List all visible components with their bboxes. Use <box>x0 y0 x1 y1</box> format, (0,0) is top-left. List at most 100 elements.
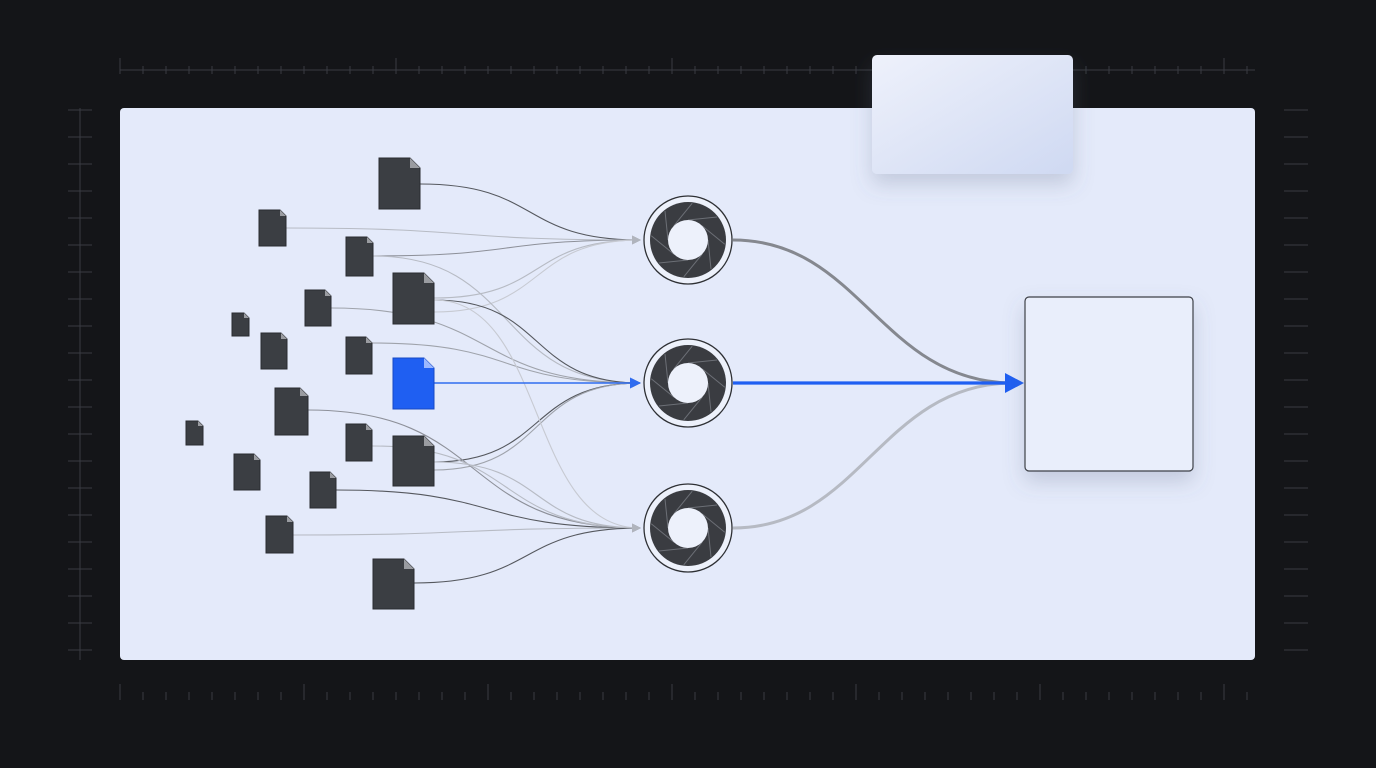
aperture-icon[interactable] <box>643 483 733 573</box>
document-icon[interactable] <box>304 289 332 327</box>
document-cluster <box>185 157 435 610</box>
input-link <box>419 183 641 245</box>
input-link <box>330 307 641 388</box>
aperture-blade <box>658 402 689 407</box>
document-icon[interactable] <box>233 453 261 491</box>
document-body <box>258 209 287 247</box>
aperture-blade <box>707 239 712 270</box>
aperture-blade <box>650 235 675 255</box>
document-body <box>309 471 337 509</box>
document-icon[interactable] <box>260 332 288 370</box>
document-icon[interactable] <box>378 157 421 210</box>
aperture-blade <box>664 210 669 241</box>
aperture-blade <box>701 513 726 533</box>
output-link-bottom <box>732 381 1011 530</box>
document-fold <box>198 421 203 426</box>
document-icon[interactable] <box>265 515 294 554</box>
aperture-blade <box>701 225 726 245</box>
aperture-blade <box>658 547 689 552</box>
document-body <box>392 272 435 325</box>
document-body <box>233 453 261 491</box>
document-fold <box>325 290 331 296</box>
input-link <box>335 489 641 533</box>
document-fold <box>410 158 420 168</box>
input-link <box>292 523 641 536</box>
document-icon[interactable] <box>345 236 374 277</box>
document-body <box>231 312 250 337</box>
aperture-blade <box>707 382 712 413</box>
aperture-blade <box>687 359 718 364</box>
input-link <box>413 523 641 584</box>
document-icon[interactable] <box>392 435 435 487</box>
document-icon[interactable] <box>345 336 373 375</box>
document-icon[interactable] <box>392 272 435 325</box>
document-fold <box>367 237 373 243</box>
document-body <box>260 332 288 370</box>
aperture-opening <box>668 220 708 260</box>
aperture-blade <box>683 396 703 421</box>
document-body <box>372 558 415 610</box>
input-link <box>433 299 641 533</box>
document-fold <box>424 436 434 446</box>
document-fold <box>424 358 434 368</box>
aperture-blade <box>664 498 669 529</box>
aperture-blade <box>687 504 718 509</box>
aperture-blade <box>683 541 703 566</box>
document-fold <box>244 313 249 318</box>
document-body <box>265 515 294 554</box>
document-fold <box>280 210 286 216</box>
aperture-opening <box>668 363 708 403</box>
aperture-blade <box>650 523 675 543</box>
aperture-blade <box>707 527 712 558</box>
output-box[interactable] <box>1024 296 1194 472</box>
aperture-blade <box>650 378 675 398</box>
document-fold <box>254 454 260 460</box>
document-body <box>378 157 421 210</box>
document-icon[interactable] <box>372 558 415 610</box>
processor-column <box>643 195 733 573</box>
document-body <box>392 435 435 487</box>
document-icon[interactable] <box>345 423 373 462</box>
document-fold <box>287 516 293 522</box>
document-body <box>345 236 374 277</box>
aperture-icon[interactable] <box>643 338 733 428</box>
aperture-blade <box>701 368 726 388</box>
floating-card[interactable] <box>872 55 1073 174</box>
document-icon[interactable] <box>185 420 204 446</box>
aperture-blade <box>673 345 693 370</box>
document-fold <box>300 388 308 396</box>
connection-links <box>285 183 1024 584</box>
arrow-head-icon <box>1005 373 1024 393</box>
document-icon[interactable] <box>309 471 337 509</box>
aperture-opening <box>668 508 708 548</box>
aperture-icon[interactable] <box>643 195 733 285</box>
aperture-blade <box>683 253 703 278</box>
input-link <box>372 255 641 388</box>
document-icon-highlighted[interactable] <box>392 357 435 410</box>
input-link <box>433 235 641 299</box>
output-link-top <box>732 238 1011 385</box>
input-link <box>433 299 641 388</box>
input-link <box>285 227 641 245</box>
document-icon[interactable] <box>258 209 287 247</box>
aperture-blade <box>664 353 669 384</box>
input-link <box>371 342 641 388</box>
aperture-blade <box>658 259 689 264</box>
document-body <box>274 387 309 436</box>
document-fold <box>281 333 287 339</box>
input-link <box>307 409 641 533</box>
input-link <box>433 235 641 313</box>
document-body <box>185 420 204 446</box>
aperture-blade <box>673 490 693 515</box>
document-body <box>304 289 332 327</box>
aperture-blade <box>687 216 718 221</box>
document-body <box>392 357 435 410</box>
document-fold <box>366 337 372 343</box>
document-fold <box>366 424 372 430</box>
document-icon[interactable] <box>274 387 309 436</box>
document-fold <box>424 273 434 283</box>
document-body <box>345 423 373 462</box>
input-link <box>372 235 641 257</box>
document-icon[interactable] <box>231 312 250 337</box>
